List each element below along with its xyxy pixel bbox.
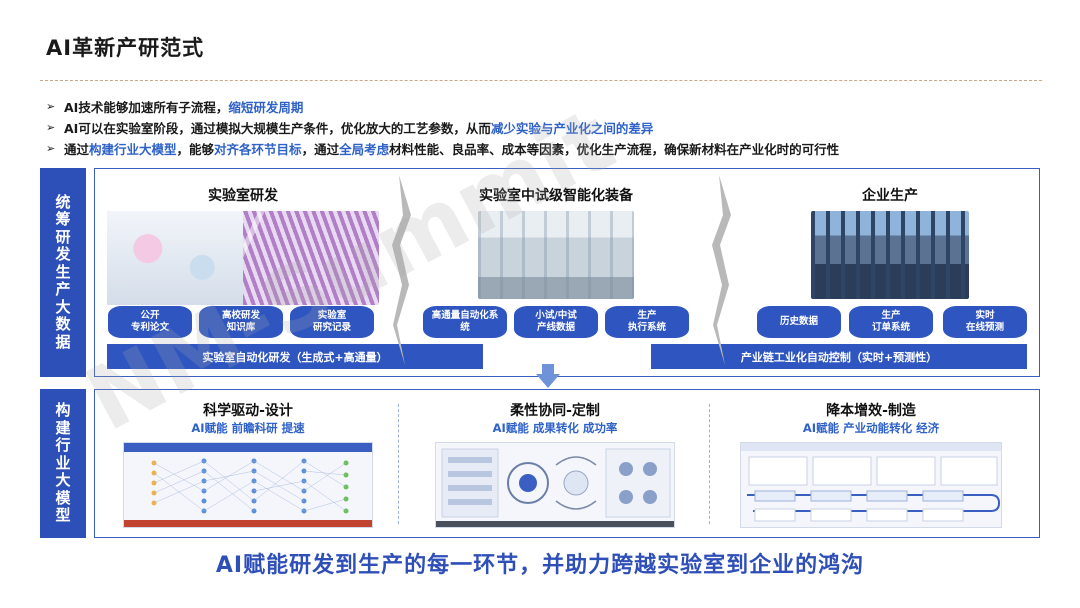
neural-network-screenshot [123,442,373,528]
pill-lab-records: 实验室 研究记录 [290,306,374,338]
gap-bolt-icon [712,175,731,365]
side-char: 发 [55,245,71,264]
pill-line: 公开 [140,310,160,321]
col-title-flexible-custom: 柔性协同-定制 [510,403,600,419]
column-divider [398,404,399,524]
bullet-text: AI可以在实验室阶段，通过模拟大规模生产条件，优化放大的工艺参数，从而减少实验与… [64,118,653,137]
pill-line: 实验室 [317,310,347,321]
bullet-highlight: 构建行业大模型 [89,142,177,157]
bullet-text: AI技术能够加速所有子流程，缩短研发周期 [64,97,303,116]
pill-university-kb: 高校研发 知识库 [199,306,283,338]
pill-line: 在线预测 [965,322,1004,333]
side-label-big-data: 统 筹 研 发 生 产 大 数 据 [40,168,86,377]
pill-high-throughput: 高通量自动化系 统 [423,306,507,338]
pill-line: 研究记录 [312,322,351,333]
gap-bolt-icon [392,175,411,365]
bullet-highlight: 减少实验与产业化之间的差异 [490,121,654,136]
pill-line: 订单系统 [871,322,910,333]
dashboard-screenshot [740,442,1002,528]
bullet-text: 通过构建行业大模型，能够对齐各环节目标，通过全局考虑材料性能、良品率、成本等因素… [64,139,839,158]
bullet-segment: AI可以在实验室阶段，通过模拟大规模生产条件，优化放大的工艺参数，从而 [64,121,491,136]
pill-line: 高通量自动化系 [431,310,499,321]
model-panel: 科学驱动-设计 AI赋能 前瞻科研 提速 柔性协同-定制 AI赋能 成果转化 成… [94,389,1040,538]
side-char: 产 [55,280,71,299]
bullet-segment: ，通过 [301,142,340,157]
bullet-segment: 材料性能、良品率、成本等因素，优化生产流程，确保新材料在产业化时的可行性 [389,142,840,157]
pill-history-data: 历史数据 [757,306,841,338]
pill-line: 生产 [637,310,657,321]
pill-line: 产线数据 [536,322,575,333]
pill-mes: 生产 执行系统 [605,306,689,338]
side-char: 构 [55,401,71,420]
bullet-segment: AI技术能够加速所有子流程， [64,100,229,115]
bullet-list: ➢ AI技术能够加速所有子流程，缩短研发周期 ➢ AI可以在实验室阶段，通过模拟大规… [46,96,1046,159]
data-panel: 实验室研发 实验室中试级智能化装备 企业生产 公开 专利论文 高校研发 知识库 … [94,168,1040,377]
page-title: AI革新产研范式 [46,36,205,60]
lab-photo [107,211,379,305]
side-label-industry-model: 构 建 行 业 大 模 型 [40,389,86,538]
col-sub-flexible-custom: AI赋能 成果转化 成功率 [492,421,618,435]
side-char: 据 [55,332,71,351]
bar-lab-automation: 实验室自动化研发（生成式+高通量） [107,344,483,369]
pill-line: 生产 [881,310,901,321]
bar-industrial-control: 产业链工业化自动控制（实时+预测性） [651,344,1027,369]
dashboard-graphic [741,443,1001,522]
arrow-bullet-icon: ➢ [46,100,56,113]
col-title-science-design: 科学驱动-设计 [203,403,293,419]
workflow-graphic [436,448,674,527]
side-char: 数 [55,315,71,334]
bullet-segment: ，能够 [176,142,215,157]
side-char: 生 [55,262,71,281]
pill-line: 实时 [975,310,995,321]
pill-pilot-data: 小试/中试 产线数据 [514,306,598,338]
col-title-cost-manufacturing: 降本增效-制造 [826,403,916,419]
bullet-segment: 通过 [64,142,90,157]
pill-order-system: 生产 订单系统 [849,306,933,338]
pilot-line-photo [478,211,634,299]
bullet-item: ➢ AI可以在实验室阶段，通过模拟大规模生产条件，优化放大的工艺参数，从而减少实验… [46,117,1046,138]
pill-line: 高校研发 [221,310,260,321]
col-sub-science-design: AI赋能 前瞻科研 提速 [191,421,305,435]
pill-patents: 公开 专利论文 [108,306,192,338]
title-divider [40,80,1042,81]
side-char: 统 [55,192,71,211]
side-char: 大 [55,297,71,316]
col-sub-cost-manufacturing: AI赋能 产业动能转化 经济 [802,421,940,435]
col-title-pilot-equipment: 实验室中试级智能化装备 [479,188,633,204]
arrow-bullet-icon: ➢ [46,121,56,134]
bullet-highlight: 对齐各环节目标 [214,142,302,157]
bullet-highlight: 全局考虑 [339,142,390,157]
side-char: 业 [55,453,71,472]
bullet-highlight: 缩短研发周期 [228,100,304,115]
pill-line: 执行系统 [627,322,666,333]
pill-realtime-forecast: 实时 在线预测 [943,306,1027,338]
bullet-item: ➢ AI技术能够加速所有子流程，缩短研发周期 [46,96,1046,117]
column-divider [709,404,710,524]
bullet-item: ➢ 通过构建行业大模型，能够对齐各环节目标，通过全局考虑材料性能、良品率、成本等因… [46,138,1046,159]
side-char: 行 [55,436,71,455]
side-char: 模 [55,488,71,507]
pill-line: 专利论文 [130,322,169,333]
network-diagram-graphic [124,443,372,527]
pill-line: 小试/中试 [535,310,577,321]
col-title-lab-rd: 实验室研发 [208,188,278,204]
side-char: 大 [55,471,71,490]
down-arrow-icon [536,364,560,388]
col-title-enterprise-production: 企业生产 [862,188,918,204]
footer-slogan: AI赋能研发到生产的每一环节，并助力跨越实验室到企业的鸿沟 [215,553,865,578]
arrow-bullet-icon: ➢ [46,142,56,155]
pill-line: 统 [460,322,470,333]
pill-line: 知识库 [226,322,256,333]
side-char: 研 [55,227,71,246]
plant-photo [811,211,969,299]
pill-line: 历史数据 [779,316,818,327]
side-char: 筹 [55,210,71,229]
side-char: 建 [55,418,71,437]
side-char: 型 [55,506,71,525]
workflow-screenshot [435,442,675,528]
